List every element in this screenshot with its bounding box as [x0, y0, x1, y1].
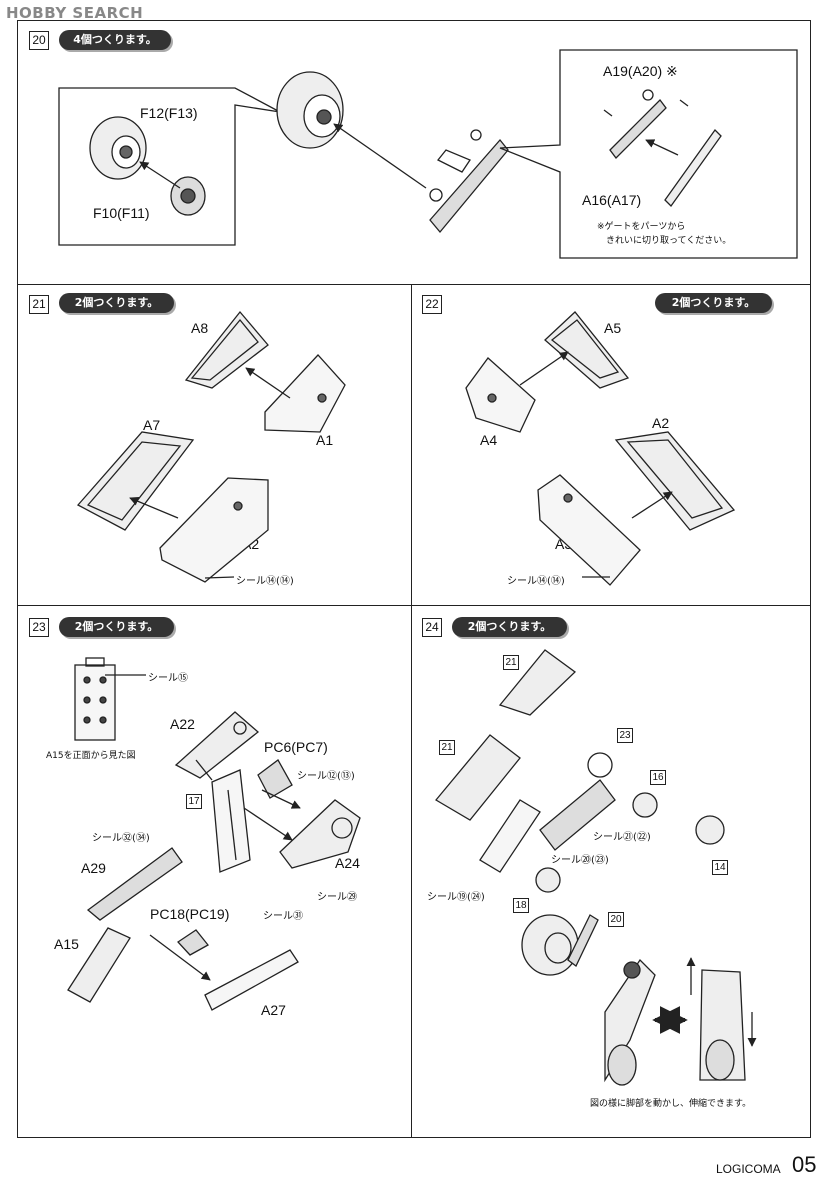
sticker-label: シール⑲(㉔) [427, 892, 485, 903]
page-number: 05 [792, 1152, 817, 1177]
part-label: F12(F13) [140, 105, 198, 121]
sticker-label: シール㉙ [317, 892, 357, 903]
quantity-badge: 2個つくります。 [59, 293, 174, 313]
part-a2-right [614, 431, 736, 531]
note: ※ゲートをパーツから [597, 222, 686, 232]
part-label: A2 [652, 415, 670, 431]
page-frame [17, 20, 811, 1138]
part-a3 [537, 474, 641, 586]
quantity-badge: 2個つくります。 [655, 293, 772, 313]
part-label: A22 [170, 716, 195, 732]
part-a7 [76, 431, 195, 531]
part-a1 [264, 354, 346, 433]
step-reference: 23 [617, 728, 633, 743]
divider [17, 605, 811, 606]
part-a2-left [159, 477, 269, 583]
part-label: F10(F11) [93, 205, 150, 221]
front-view-caption: A15を正面から見た図 [46, 751, 136, 761]
step-reference: 21 [503, 655, 519, 670]
part-a8 [184, 310, 269, 389]
sticker-label: シール⑭(⑭) [236, 576, 294, 587]
part-label: PC18(PC19) [150, 906, 230, 922]
part-label: A8 [191, 320, 209, 336]
step-reference: 14 [712, 860, 728, 875]
wheel-detail-callout [58, 87, 281, 246]
product-name: LOGICOMA [716, 1162, 781, 1176]
part-label: A24 [335, 855, 360, 871]
sticker-label: シール⑮ [148, 673, 188, 684]
part-label: PC6(PC7) [264, 739, 328, 755]
sticker-label: シール㉑(㉒) [593, 832, 651, 843]
quantity-badge: 2個つくります。 [59, 617, 174, 637]
part-a15-front [74, 657, 146, 741]
watermark: HOBBY SEARCH [6, 4, 144, 22]
step-number: 24 [422, 618, 442, 637]
wheel-arm-part [429, 129, 509, 234]
part-a5 [544, 311, 630, 389]
part-label: A7 [143, 417, 161, 433]
sticker-label: シール⑫(⑬) [297, 771, 355, 782]
part-label: A19(A20) ※ [603, 63, 678, 79]
sticker-label: シール⑳(㉓) [551, 855, 609, 866]
step-number: 20 [29, 31, 49, 50]
part-a15 [67, 927, 131, 1003]
step-reference: 20 [608, 912, 624, 927]
part-label: A27 [261, 1002, 286, 1018]
leg-motion-diagram [604, 957, 757, 1086]
wheel-main [276, 71, 427, 189]
assembled-leg [435, 649, 725, 976]
part-a27 [204, 949, 299, 1011]
part-pc18 [177, 929, 209, 956]
part-frame-center [211, 769, 251, 873]
step-reference: 17 [186, 794, 202, 809]
step-number: 22 [422, 295, 442, 314]
part-label: A15 [54, 936, 79, 952]
divider [17, 284, 811, 285]
part-a22 [174, 711, 260, 779]
part-a24 [279, 799, 361, 869]
sticker-label: シール⑭(⑭) [507, 576, 565, 587]
part-label: A4 [480, 432, 498, 448]
step-number: 23 [29, 618, 49, 637]
step-reference: 18 [513, 898, 529, 913]
part-label: A29 [81, 860, 106, 876]
note: きれいに切り取ってください。 [606, 236, 732, 246]
step-reference: 16 [650, 770, 666, 785]
part-label: A1 [316, 432, 334, 448]
part-label: A16(A17) [582, 192, 642, 208]
part-a29 [86, 847, 183, 921]
sub-assembly-callout [499, 49, 798, 259]
step-reference: 21 [439, 740, 455, 755]
part-label: A5 [604, 320, 622, 336]
caption: 図の様に脚部を動かし、伸縮できます。 [590, 1099, 752, 1109]
quantity-badge: 2個つくります。 [452, 617, 567, 637]
sticker-label: シール㉜(㉞) [92, 833, 150, 844]
part-pc6 [257, 759, 293, 799]
sticker-label: シール㉛ [263, 911, 303, 922]
part-a4 [465, 357, 536, 433]
step-number: 21 [29, 295, 49, 314]
divider [411, 284, 412, 1138]
quantity-badge: 4個つくります。 [59, 30, 171, 50]
